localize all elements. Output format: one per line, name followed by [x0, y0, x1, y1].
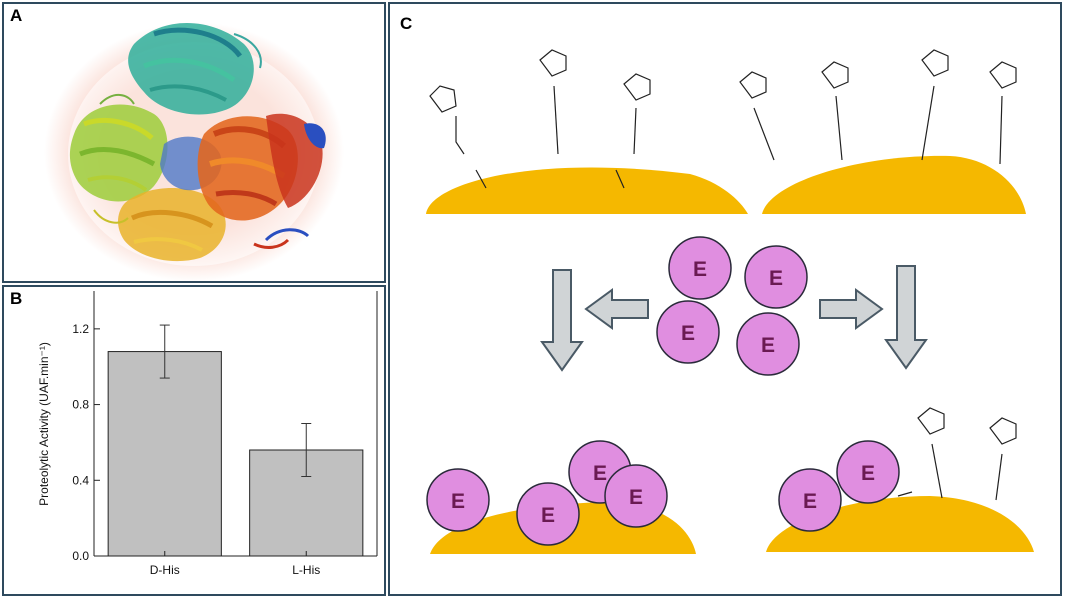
enzyme-free-3: E: [656, 300, 720, 364]
panel-c: C: [388, 2, 1062, 596]
error-bar-l-his: [301, 423, 312, 477]
y-tick-label: 0.0: [72, 549, 89, 563]
d-his-surface-bottom: E E E E: [426, 440, 696, 554]
panel-a-label: A: [10, 6, 23, 25]
x-tick-label: D-His: [150, 563, 180, 577]
enzyme-label: E: [681, 322, 695, 345]
enzyme-bound-5: E: [778, 468, 842, 532]
l-his-surface-top: [739, 49, 1026, 214]
enzyme-label: E: [629, 486, 643, 509]
enzyme-label: E: [593, 462, 607, 485]
enzyme-free-4: E: [736, 312, 800, 376]
left-arrow: [584, 288, 649, 330]
panel-b: B 0.0 0.4 0.8 1.2 D-His L-His Proteolytic Ac…: [2, 285, 386, 596]
y-tick-label: 1.2: [72, 322, 89, 336]
histidine-group-right: [739, 49, 1017, 165]
protein-structure-image: [44, 22, 344, 281]
enzyme-adsorption-scheme: E E E E E E: [426, 49, 1034, 554]
right-arrow: [819, 288, 884, 330]
enzyme-label: E: [861, 462, 875, 485]
bar-chart: 0.0 0.4 0.8 1.2 D-His L-His Proteolytic Acti…: [37, 291, 378, 577]
enzyme-label: E: [451, 490, 465, 513]
bar-d-his: [107, 351, 222, 557]
enzyme-bound-3: E: [516, 482, 580, 546]
y-axis-label: Proteolytic Activity (UAF.min⁻¹): [37, 342, 51, 506]
enzyme-label: E: [769, 267, 783, 290]
error-bar-d-his: [159, 324, 170, 379]
enzyme-free-1: E: [668, 236, 732, 300]
panel-b-label: B: [10, 289, 23, 308]
enzyme-bound-1: E: [426, 468, 490, 532]
y-tick-label: 0.8: [72, 398, 89, 412]
panel-a: A: [2, 2, 386, 283]
panel-c-label: C: [400, 14, 413, 33]
down-arrow-right: [884, 265, 928, 370]
enzyme-label: E: [541, 504, 555, 527]
d-his-surface-top: [426, 49, 748, 214]
x-tick-label: L-His: [292, 563, 320, 577]
arrows: [540, 265, 928, 372]
free-enzymes: E E E E: [656, 236, 808, 376]
enzyme-bound-4: E: [604, 464, 668, 528]
enzyme-free-2: E: [744, 245, 808, 309]
histidine-group-bottom: [897, 407, 1017, 501]
enzyme-label: E: [803, 490, 817, 513]
enzyme-label: E: [693, 258, 707, 281]
enzyme-label: E: [761, 334, 775, 357]
y-tick-label: 0.4: [72, 473, 89, 487]
l-his-surface-bottom: E E: [766, 407, 1034, 552]
histidine-group-left: [429, 49, 651, 189]
down-arrow-left: [540, 269, 584, 372]
enzyme-bound-6: E: [836, 440, 900, 504]
